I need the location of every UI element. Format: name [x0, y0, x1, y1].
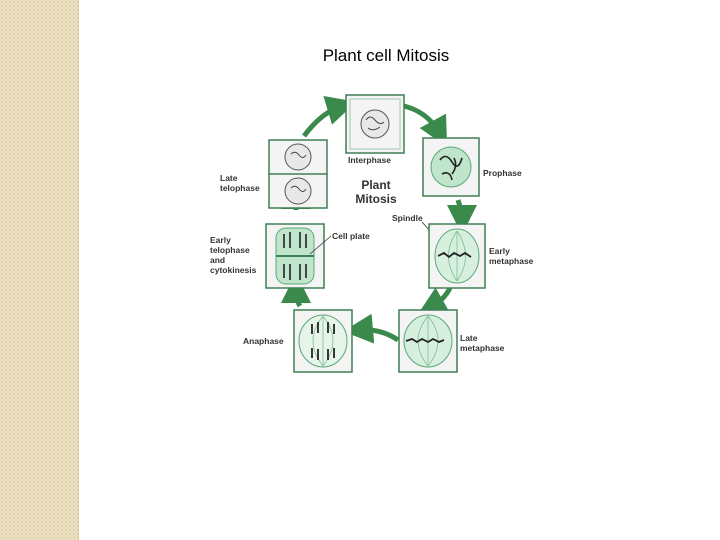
spindle-callout-label: Spindle [392, 213, 423, 223]
interphase-panel [345, 94, 405, 154]
early-telophase-label-1: Early [210, 235, 231, 245]
early-telophase-label-4: cytokinesis [210, 265, 257, 275]
cycle-arrow [403, 103, 448, 148]
early-metaphase-label-1: Early [489, 246, 510, 256]
cycle-arrow [281, 273, 312, 308]
slide-title: Plant cell Mitosis [322, 46, 450, 65]
late-telophase-panel [268, 139, 328, 209]
early-telophase-label-2: telophase [210, 245, 250, 255]
plant-mitosis-diagram: Interphase Prophase Spindle Early metaph… [210, 94, 534, 373]
late-telophase-label-1: Late [220, 173, 238, 183]
interphase-label: Interphase [348, 155, 391, 165]
cell-plate-callout-label: Cell plate [332, 231, 370, 241]
prophase-label: Prophase [483, 168, 522, 178]
cycle-arrow [302, 95, 357, 138]
cycle-arrow [416, 286, 453, 316]
early-metaphase-panel [428, 223, 486, 289]
late-metaphase-label-2: metaphase [460, 343, 505, 353]
prophase-panel [422, 137, 480, 197]
early-telophase-panel [265, 223, 325, 289]
cycle-arrow [343, 313, 400, 344]
center-label-line-1: Plant [361, 178, 390, 192]
center-label-line-2: Mitosis [355, 192, 397, 206]
decorative-sidebar [0, 0, 79, 540]
late-telophase-label-2: telophase [220, 183, 260, 193]
early-metaphase-label-2: metaphase [489, 256, 534, 266]
cycle-arrow [446, 199, 477, 235]
cell-plate-callout-line [309, 235, 332, 255]
anaphase-label: Anaphase [243, 336, 284, 346]
early-telophase-label-3: and [210, 255, 225, 265]
anaphase-panel [293, 309, 353, 373]
late-metaphase-label-1: Late [460, 333, 478, 343]
late-metaphase-panel [398, 309, 458, 373]
